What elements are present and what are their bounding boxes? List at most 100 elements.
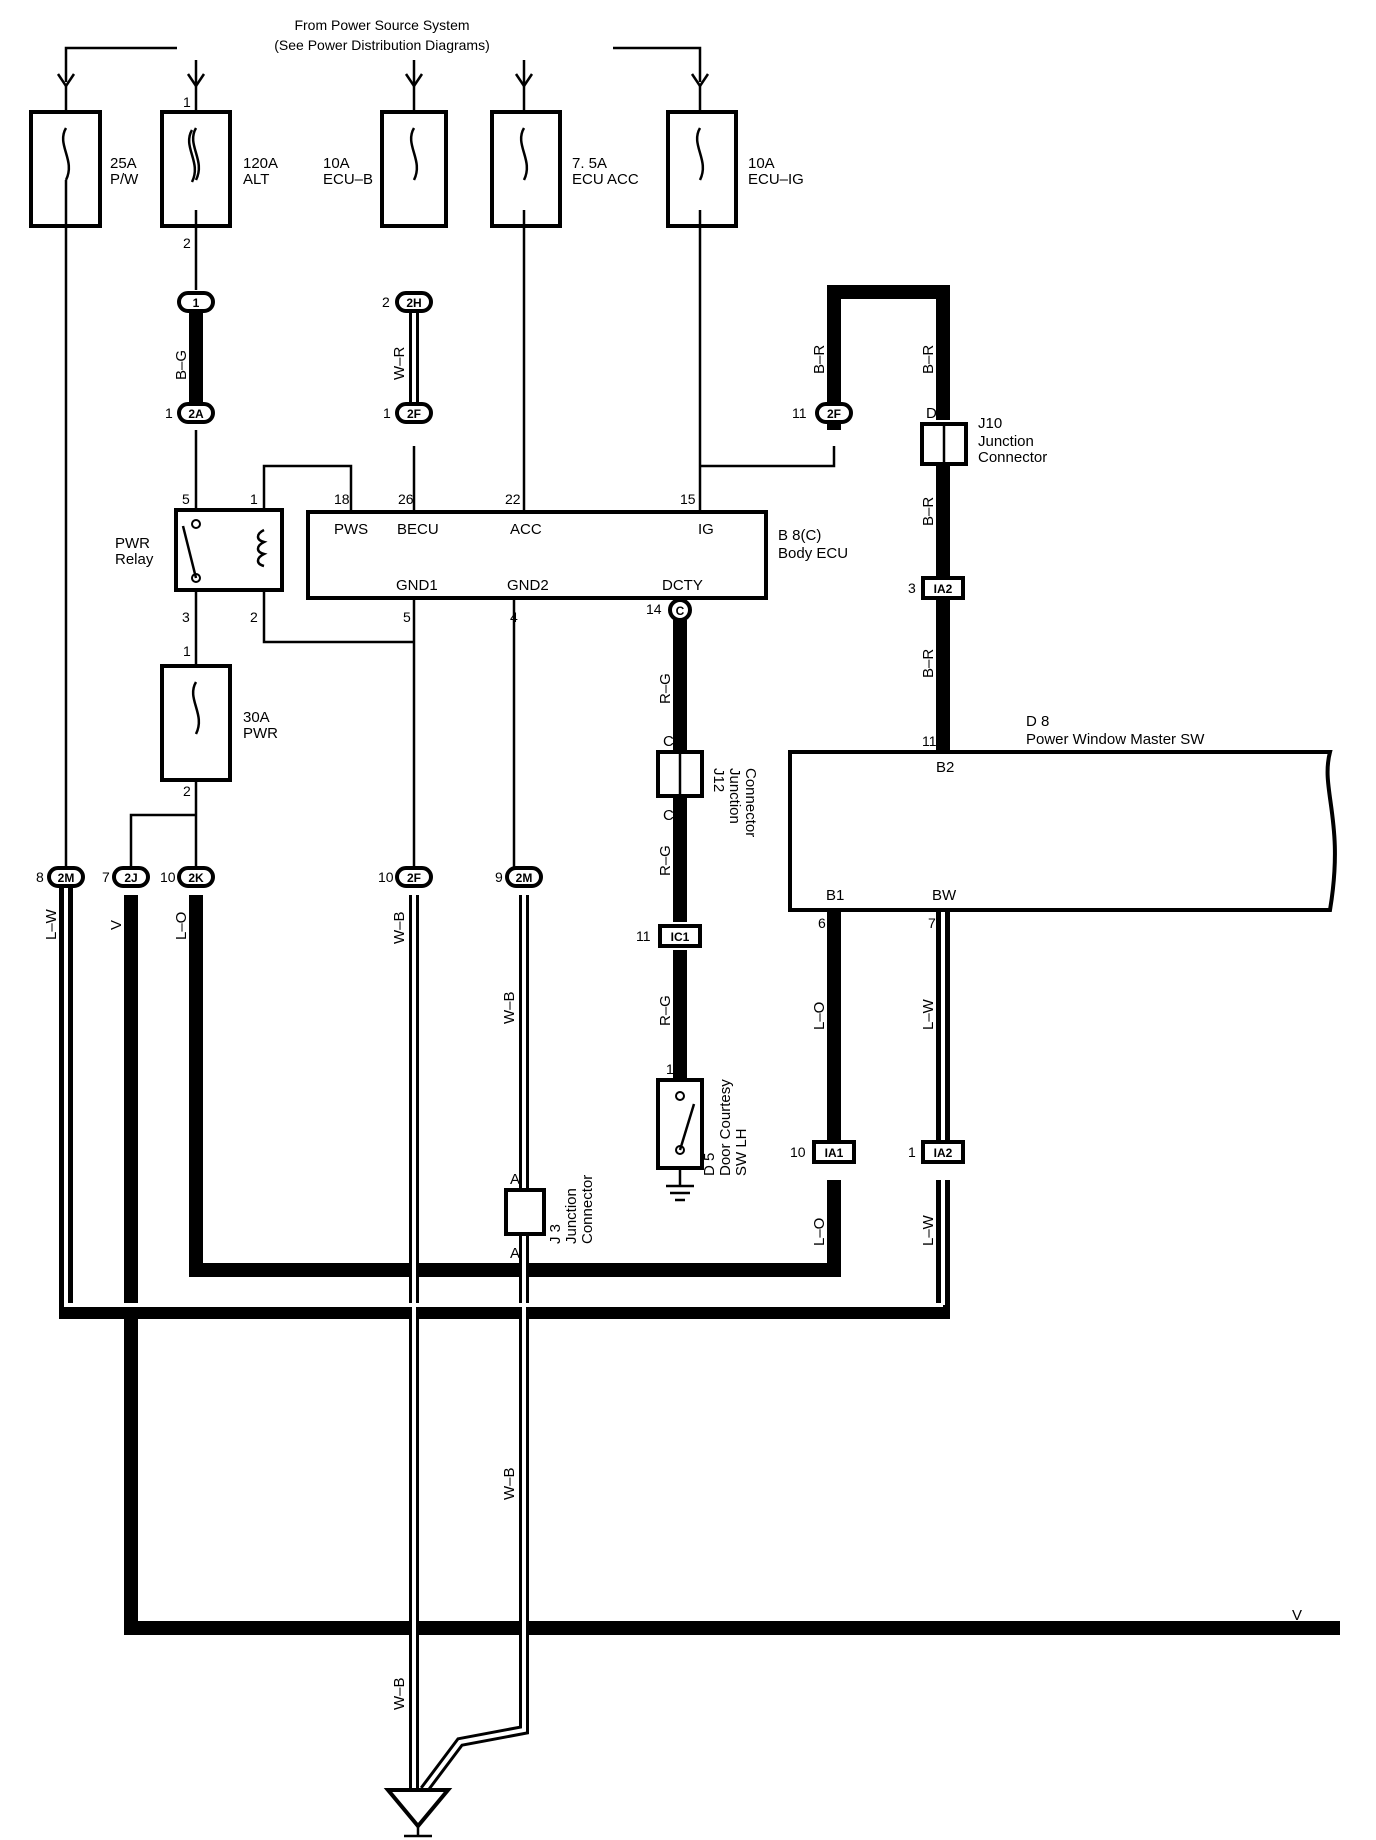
svg-text:Connector: Connector <box>978 449 1047 466</box>
svg-text:IG: IG <box>698 521 714 538</box>
svg-text:L–O: L–O <box>173 912 190 940</box>
svg-text:W–B: W–B <box>391 911 408 944</box>
svg-text:26: 26 <box>398 491 414 507</box>
svg-text:B–R: B–R <box>811 345 828 374</box>
svg-text:5: 5 <box>182 491 190 507</box>
svg-text:SW LH: SW LH <box>733 1128 750 1176</box>
svg-text:Door Courtesy: Door Courtesy <box>717 1079 734 1176</box>
svg-text:22: 22 <box>505 491 521 507</box>
connector-2f-1: 2F 1 <box>383 402 433 424</box>
door-courtesy-switch: 1 <box>656 1061 704 1202</box>
connector-2f-11: 2F 11 <box>792 402 853 424</box>
svg-text:7: 7 <box>102 869 110 885</box>
fuse-120a-alt: 1 2 120A ALT <box>160 94 278 251</box>
svg-text:Junction: Junction <box>563 1188 580 1244</box>
svg-text:1: 1 <box>193 296 200 310</box>
svg-text:2: 2 <box>382 294 390 310</box>
relay-name-1: PWR <box>115 535 150 552</box>
svg-text:A: A <box>510 1171 520 1188</box>
junction-j10: D J10 Junction Connector <box>920 405 1047 466</box>
svg-text:R–G: R–G <box>657 845 674 876</box>
svg-text:D: D <box>926 405 937 422</box>
body-ecu: 18 26 22 15 PWS BECU ACC IG GND1 GND2 DC… <box>306 491 848 625</box>
svg-text:7: 7 <box>928 915 936 931</box>
fuse-10a-ecub-amp: 10A <box>323 155 350 172</box>
fuse-30a-amp: 30A <box>243 709 270 726</box>
svg-text:A: A <box>510 1245 520 1262</box>
svg-text:2J: 2J <box>124 871 137 885</box>
svg-text:IA2: IA2 <box>934 582 953 596</box>
svg-text:2H: 2H <box>406 296 421 310</box>
svg-text:18: 18 <box>334 491 350 507</box>
fuse-10a-ecub-name: ECU–B <box>323 171 373 188</box>
svg-text:6: 6 <box>818 915 826 931</box>
connector-ia2-1: IA2 1 <box>908 1140 965 1164</box>
svg-text:2A: 2A <box>188 407 204 421</box>
svg-text:2: 2 <box>183 783 191 799</box>
svg-text:L–W: L–W <box>43 908 60 940</box>
source-lines <box>56 46 710 112</box>
svg-text:2: 2 <box>250 609 258 625</box>
fuse-7-5a-amp: 7. 5A <box>572 155 607 172</box>
thin-wires <box>64 210 836 868</box>
svg-text:1: 1 <box>908 1144 916 1160</box>
wire-color-labels: B–G W–R B–R B–R B–R B–R R–G R–G R–G L–W … <box>43 345 937 1710</box>
svg-text:B–R: B–R <box>920 345 937 374</box>
connector-2m-9: 2M 9 <box>495 866 543 888</box>
svg-text:L–O: L–O <box>811 1002 828 1030</box>
svg-text:2F: 2F <box>407 871 421 885</box>
svg-text:11: 11 <box>792 405 807 421</box>
svg-text:15: 15 <box>680 491 696 507</box>
fuse-30a-pwr: 1 2 30A PWR <box>160 643 278 799</box>
fuse-25a-pw: 25A P/W <box>29 110 139 228</box>
svg-text:11: 11 <box>922 733 937 749</box>
connector-ia2-3: IA2 3 <box>908 576 965 600</box>
svg-text:3: 3 <box>908 580 916 596</box>
svg-text:1: 1 <box>383 405 391 421</box>
fuse-10a-ecuig-name: ECU–IG <box>748 171 804 188</box>
connector-2f-10: 2F 10 <box>378 866 433 888</box>
svg-text:2M: 2M <box>58 871 75 885</box>
fuse-7-5a-ecuacc: 7. 5A ECU ACC <box>490 110 639 228</box>
svg-text:PWS: PWS <box>334 521 368 538</box>
svg-text:IA1: IA1 <box>825 1146 844 1160</box>
svg-text:B–G: B–G <box>173 350 190 380</box>
ground-symbol <box>383 1788 453 1838</box>
junction-j3: A A <box>504 1171 546 1262</box>
connector-2j-7: 2J 7 <box>102 866 150 888</box>
fuse-120a-amp: 120A <box>243 155 278 172</box>
svg-text:1: 1 <box>183 643 191 659</box>
svg-text:ACC: ACC <box>510 521 542 538</box>
connector-2m-8: 2M 8 <box>36 866 85 888</box>
svg-text:BW: BW <box>932 887 957 904</box>
svg-text:GND1: GND1 <box>396 577 438 594</box>
svg-text:11: 11 <box>636 928 651 944</box>
relay-name-2: Relay <box>115 551 154 568</box>
svg-text:L–W: L–W <box>920 998 937 1030</box>
fuse-25a-name: P/W <box>110 171 139 188</box>
svg-text:J12: J12 <box>710 768 727 792</box>
svg-text:2K: 2K <box>188 871 204 885</box>
svg-text:B2: B2 <box>936 759 954 776</box>
fuse-10a-ecuig: 10A ECU–IG <box>666 110 804 228</box>
connector-1: 1 <box>177 291 215 313</box>
svg-text:B1: B1 <box>826 887 844 904</box>
header-line-1: From Power Source System <box>294 17 469 33</box>
svg-text:L–W: L–W <box>920 1214 937 1246</box>
svg-text:J10: J10 <box>978 415 1002 432</box>
double-wires <box>59 298 945 1795</box>
master-sw-code: D 8 <box>1026 713 1049 730</box>
svg-text:2F: 2F <box>827 407 841 421</box>
svg-text:2M: 2M <box>516 871 533 885</box>
junction-j12: C C <box>656 733 704 824</box>
svg-text:J 3: J 3 <box>547 1224 564 1244</box>
svg-text:8: 8 <box>36 869 44 885</box>
svg-text:2F: 2F <box>407 407 421 421</box>
svg-text:GND2: GND2 <box>507 577 549 594</box>
svg-text:10: 10 <box>378 869 394 885</box>
master-sw-name: Power Window Master SW <box>1026 731 1205 748</box>
connector-ia1-10: IA1 10 <box>790 1140 856 1164</box>
fuse-10a-ecub: 10A ECU–B <box>323 110 448 228</box>
connector-ic1-11: IC1 11 <box>636 924 702 948</box>
connector-2k-10: 2K 10 <box>160 866 215 888</box>
